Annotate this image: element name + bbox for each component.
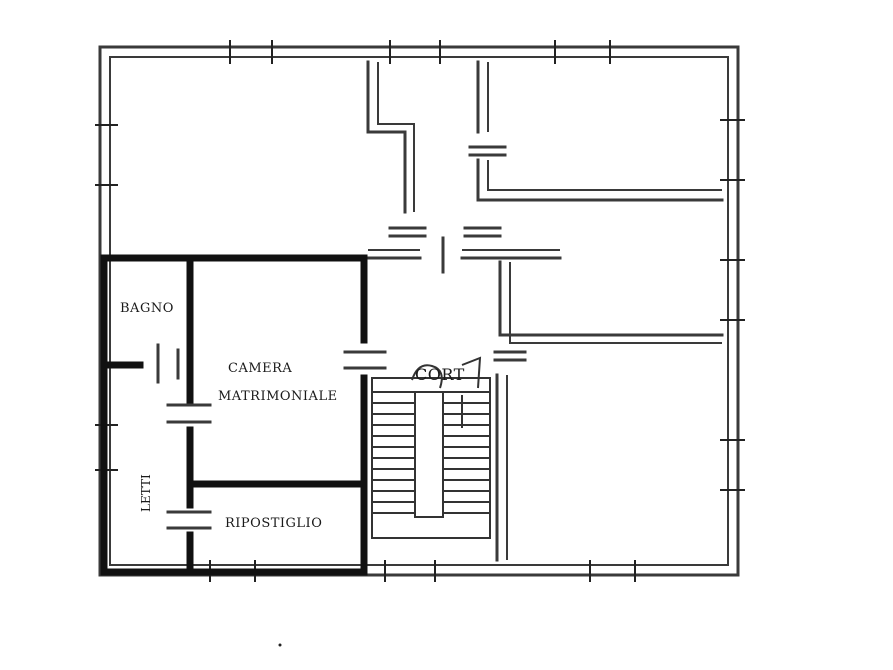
outer-walls — [98, 45, 740, 577]
room-labels: BAGNO CAMERA MATRIMONIALE RIPOSTIGLIO LE… — [120, 301, 465, 531]
interior-thick-walls — [100, 254, 387, 576]
label-bagno: BAGNO — [120, 301, 174, 316]
label-stair: CORT — [415, 365, 465, 384]
label-ripostiglio: RIPOSTIGLIO — [225, 516, 322, 531]
label-letti: LETTI — [139, 474, 153, 512]
interior-thin-walls — [366, 60, 724, 562]
staircase — [371, 356, 491, 539]
label-camera-2: MATRIMONIALE — [218, 389, 338, 404]
stray-mark — [278, 643, 282, 647]
label-camera-1: CAMERA — [228, 361, 292, 376]
